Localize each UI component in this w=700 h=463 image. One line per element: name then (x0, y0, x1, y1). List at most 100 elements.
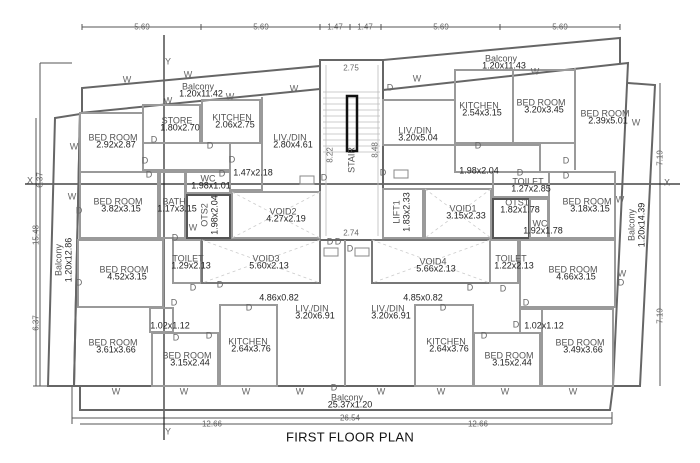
room-size: 3.15x2.44 (492, 357, 532, 368)
door-marker: D (172, 332, 180, 343)
dimension-label: 5.69 (552, 22, 568, 32)
room-name: Balcony (626, 208, 637, 242)
room-walls (77, 68, 616, 387)
room-name: Balcony (181, 81, 215, 92)
room-name: LIFT1 (391, 200, 402, 224)
room-name: TOILET (512, 176, 544, 187)
room-size: 3.20x3.45 (524, 104, 564, 115)
room-name: VOID2 (269, 206, 297, 217)
room-size: 1.47x2.18 (233, 167, 273, 178)
dimension-label: 12.66 (467, 419, 489, 429)
room-size: 4.85x0.82 (403, 292, 443, 303)
door-marker: D (480, 330, 488, 341)
door-marker: D (75, 205, 83, 216)
window-marker: W (67, 191, 77, 202)
window-marker: W (122, 74, 132, 85)
door-marker: D (334, 236, 342, 247)
window-marker: W (568, 386, 578, 397)
room-size: 3.82x3.15 (101, 203, 141, 214)
dimension-lines (33, 24, 661, 425)
door-marker: D (466, 282, 474, 293)
door-marker: D (379, 167, 387, 178)
room-size: 3.20x6.91 (371, 310, 411, 321)
door-marker: D (205, 330, 213, 341)
room-size: 1.20x11.43 (482, 60, 526, 71)
window-marker: W (436, 386, 446, 397)
door-marker: D (141, 155, 149, 166)
dimension-label: 6.37 (35, 172, 45, 188)
room-name: BED ROOM (562, 196, 612, 207)
room-size: 4.52x3.15 (107, 271, 147, 282)
room-name: Balcony (53, 243, 64, 277)
door-marker: D (150, 134, 158, 145)
door-marker: D (228, 154, 236, 165)
room-size: 5.60x2.13 (249, 260, 289, 271)
room-size: 25.37x1.20 (327, 399, 373, 410)
window-marker: W (111, 386, 121, 397)
window-marker: W (500, 386, 510, 397)
window-marker: W (615, 194, 625, 205)
window-marker: W (188, 222, 198, 233)
door-marker: D (499, 283, 507, 294)
dimension-label: 1.47 (357, 22, 373, 32)
dimension-label: 26.54 (339, 413, 361, 423)
room-name: LIV./DIN (398, 125, 432, 136)
room-size: 1.27x2.85 (511, 183, 551, 194)
door-marker: D (562, 155, 570, 166)
room-size: 3.49x3.66 (563, 344, 603, 355)
room-name: BED ROOM (99, 264, 149, 275)
door-marker: D (516, 167, 524, 178)
dimension-label: 8.48 (370, 142, 380, 158)
room-size: 5.66x2.13 (416, 263, 456, 274)
room-name: BED ROOM (88, 132, 138, 143)
room-size: 1.98x2.04 (459, 165, 499, 176)
door-marker: D (330, 382, 338, 393)
room-size: 1.20x14.39 (636, 202, 647, 248)
door-marker: D (216, 279, 224, 290)
room-size: 1.80x2.70 (160, 122, 200, 133)
door-marker: D (206, 140, 214, 151)
room-size: 2.64x3.76 (429, 343, 469, 354)
door-marker: D (189, 282, 197, 293)
window-marker: W (225, 91, 235, 102)
window-marker: W (617, 268, 627, 279)
window-marker: W (183, 69, 193, 80)
door-marker: D (474, 140, 482, 151)
door-marker: D (218, 168, 226, 179)
door-marker: D (386, 82, 394, 93)
room-size: 2.92x2.87 (96, 139, 136, 150)
room-size: 1.20x11.42 (179, 88, 223, 99)
dimension-label: 8.22 (325, 147, 335, 163)
room-name: BED ROOM (162, 350, 212, 361)
room-name: VOID4 (419, 256, 447, 267)
plan-title: FIRST FLOOR PLAN (285, 429, 415, 445)
door-marker: D (512, 319, 520, 330)
room-name: LIV./DIN (371, 303, 405, 314)
dimension-label: 1.47 (327, 22, 343, 32)
room-name: TOILET (172, 253, 204, 264)
room-name: Balcony (330, 392, 364, 403)
room-size: 3.18x3.15 (570, 203, 610, 214)
window-marker: W (241, 386, 251, 397)
room-name: LIV./DIN (273, 132, 307, 143)
room-name: BED ROOM (555, 337, 605, 348)
door-marker: D (145, 169, 153, 180)
room-name: WC (200, 173, 216, 184)
room-name: VOID1 (449, 203, 477, 214)
door-marker: D (75, 277, 83, 288)
duct-symbols (299, 169, 409, 257)
room-name: LIV./DIN (295, 303, 329, 314)
room-size: 3.15x2.44 (170, 357, 210, 368)
dimension-label: 2.74 (343, 228, 359, 238)
door-marker: D (320, 172, 328, 183)
room-size: 3.20x5.04 (398, 132, 438, 143)
room-size: 1.02x1.12 (524, 320, 564, 331)
room-size: 2.06x2.75 (215, 119, 255, 130)
room-name: BATH (162, 196, 186, 207)
room-size: 3.15x2.33 (446, 210, 486, 221)
dimension-label: 7.19 (655, 308, 665, 324)
stair-well (345, 94, 359, 153)
room-name: BED ROOM (580, 108, 630, 119)
